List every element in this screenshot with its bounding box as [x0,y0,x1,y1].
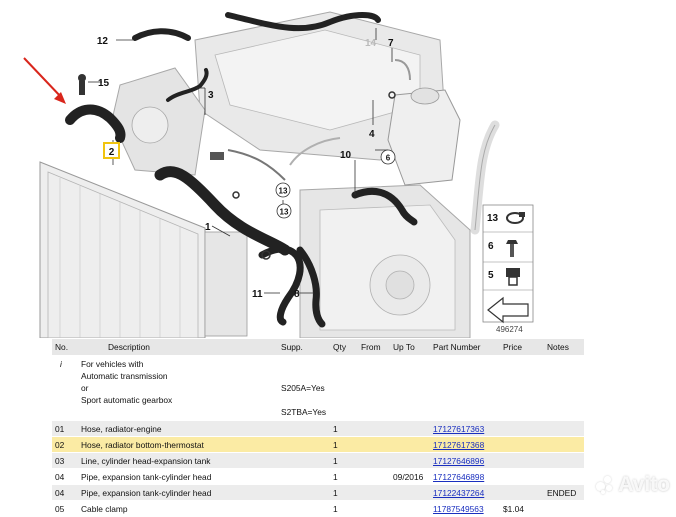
header-part-number: Part Number [433,342,481,352]
header-description: Description [108,342,150,352]
info-note: i For vehicles with Automatic transmissi… [52,356,584,421]
header-price: Price [503,342,523,352]
row-qty: 1 [333,503,338,514]
hose-clamp-icon [506,212,525,224]
row-qty: 1 [333,487,338,498]
row-notes: ENDED [547,487,577,498]
part-number-link[interactable]: 17127617368 [433,439,485,450]
row-no: 04 [55,487,65,498]
cable-clamp-icon [506,268,520,286]
callout-7: 7 [388,38,394,49]
part-number-link[interactable]: 11787549563 [433,503,484,514]
info-line-1: For vehicles with [81,359,144,369]
row-no: 01 [55,423,65,434]
info-line-3: or [81,383,89,393]
header-no: No. [55,342,69,352]
avito-watermark: Avito [596,473,670,497]
legend-5: 5 [488,270,494,281]
part-number-link[interactable]: 17127646898 [433,471,485,482]
expansion-tank [387,87,461,186]
info-icon: i [60,359,62,369]
engine-block [111,11,471,338]
callout-4: 4 [369,129,375,140]
row-no: 05 [55,503,65,514]
callout-15: 15 [98,78,110,89]
row-no: 03 [55,455,65,466]
table-row[interactable]: 05 Cable clamp 1 11787549563 $1.04 [52,501,584,517]
radiator [39,161,248,338]
clamps [78,74,396,260]
legend-panel: 13 6 5 496274 [482,204,534,334]
callout-3: 3 [208,90,214,101]
header-qty: Qty [333,342,347,352]
part-number-link[interactable]: 17122437264 [433,487,485,498]
row-description: Pipe, expansion tank-cylinder head [81,487,212,498]
hoses [65,12,418,328]
callout-10: 10 [340,150,352,161]
header-notes: Notes [547,342,569,352]
row-description: Hose, radiator-engine [81,423,162,434]
row-qty: 1 [333,471,338,482]
row-description: Pipe, expansion tank-cylinder head [81,471,212,482]
row-description: Hose, radiator bottom-thermostat [81,439,204,450]
row-price: $1.04 [503,503,524,514]
part-number-link[interactable]: 17127617363 [433,423,485,434]
legend-13: 13 [487,213,499,224]
row-upto: 09/2016 [393,471,424,482]
row-qty: 1 [333,439,338,450]
info-supp-1: S205A=Yes [281,383,325,393]
row-description: Cable clamp [81,503,128,514]
avito-logo-icon [596,476,614,494]
info-line-2: Automatic transmission [81,371,168,381]
bolt-icon [506,240,518,257]
callout-2: 2 [109,147,115,158]
header-upto: Up To [393,342,415,352]
callout-8: 8 [294,289,300,300]
callout-13a: 13 [279,187,288,196]
avito-watermark-text: Avito [618,473,670,496]
red-arrow [23,57,66,104]
drawing-number: 496274 [496,325,523,334]
row-qty: 1 [333,455,338,466]
table-row[interactable]: 04 Pipe, expansion tank-cylinder head 1 … [52,485,584,501]
table-row[interactable]: 04 Pipe, expansion tank-cylinder head 1 … [52,469,584,485]
callout-12: 12 [97,36,109,47]
table-row[interactable]: 01 Hose, radiator-engine 1 17127617363 [52,421,584,437]
arrow-icon [487,296,529,324]
parts-diagram: 2 12 15 3 1 10 11 8 7 4 14 13 13 6 13 6 … [23,11,534,338]
pipe-system [289,59,500,235]
row-qty: 1 [333,423,338,434]
callout-11: 11 [252,289,263,300]
part-number-link[interactable]: 17127646896 [433,455,485,466]
callout-14: 14 [365,38,377,49]
row-no: 02 [55,439,65,450]
info-supp-2: S2TBA=Yes [281,407,327,417]
table-header: No. Description Supp. Qty From Up To Par… [52,339,584,356]
legend-6: 6 [488,241,494,252]
callout-6: 6 [386,154,391,163]
header-supp: Supp. [281,342,303,352]
callout-13b: 13 [280,208,289,217]
callout-labels: 2 12 15 3 1 10 11 8 7 4 14 13 13 6 [97,36,396,300]
row-description: Line, cylinder head-expansion tank [81,455,211,466]
table-row[interactable]: 03 Line, cylinder head-expansion tank 1 … [52,453,584,469]
header-from: From [361,342,381,352]
row-no: 04 [55,471,65,482]
callout-1: 1 [205,222,211,233]
table-row-highlighted[interactable]: 02 Hose, radiator bottom-thermostat 1 17… [52,437,584,453]
info-line-4: Sport automatic gearbox [81,395,173,405]
parts-table: No. Description Supp. Qty From Up To Par… [52,339,584,517]
